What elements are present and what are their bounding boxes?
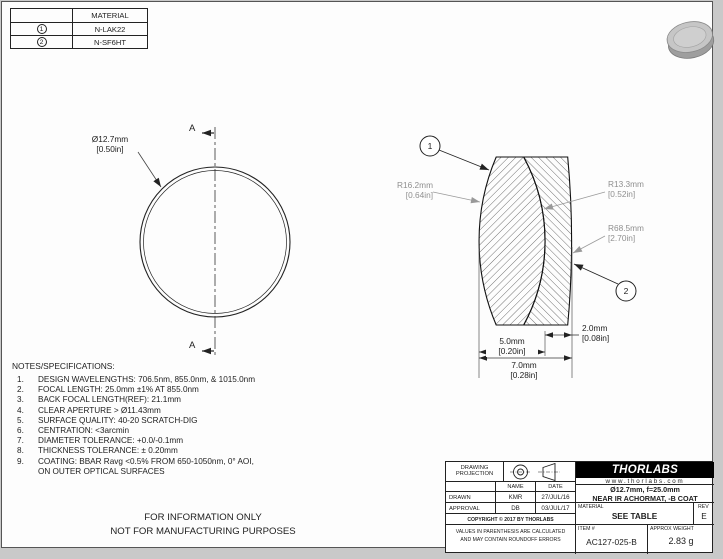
drawn-name-cell: KMR <box>496 492 536 503</box>
material-label: MATERIAL <box>578 504 604 510</box>
approval-label-cell: APPROVAL <box>446 503 496 514</box>
title-block: DRAWING PROJECTION THORLABS www.thorlabs… <box>445 461 714 554</box>
rev-label: REV <box>698 504 709 510</box>
weight-value: 2.83 g <box>668 536 694 546</box>
radius-mid-leader <box>543 191 606 210</box>
lens-element-2 <box>522 156 573 326</box>
note-item: THICKNESS TOLERANCE: ± 0.20mm <box>17 446 178 456</box>
material-table-header-row: MATERIAL <box>11 9 147 22</box>
dim-thickness-total: 7.0mm [0.28in] <box>498 360 550 381</box>
section-label-bottom: A <box>189 340 196 351</box>
projection-symbol-cell <box>504 462 576 482</box>
thorlabs-logo: THORLABS <box>576 462 714 478</box>
material-value: SEE TABLE <box>611 512 658 521</box>
material-1-name: N-LAK22 <box>94 24 126 34</box>
diameter-leader <box>137 151 162 188</box>
thorlabs-website: www.thorlabs.com <box>605 478 685 485</box>
name-header-cell: NAME <box>496 482 536 492</box>
approval-name-cell: DB <box>496 503 536 514</box>
drawing-projection-cell: DRAWING PROJECTION <box>446 462 504 482</box>
section-view <box>419 135 637 378</box>
section-label-top: A <box>189 123 196 134</box>
note-item: BACK FOCAL LENGTH(REF): 21.1mm <box>17 395 182 405</box>
balloon-2-leader <box>573 263 619 285</box>
item-number: AC127-025-B <box>586 537 637 547</box>
information-only-note: FOR INFORMATION ONLY NOT FOR MANUFACTURI… <box>88 511 318 538</box>
dim-thickness-2: 2.0mm [0.08in] <box>581 323 611 344</box>
drawn-label-cell: DRAWN <box>446 492 496 503</box>
diameter-dimension: Ø12.7mm [0.50in] <box>82 134 138 155</box>
balloon-2-ref: 2 <box>36 37 47 47</box>
material-table-header-blank <box>11 9 73 22</box>
rev-value: E <box>701 512 707 521</box>
balloon-2-number: 2 <box>623 286 629 296</box>
radius-right-leader <box>572 235 606 254</box>
balloon-1-leader <box>438 149 490 171</box>
diameter-value-inch: [0.50in] <box>96 143 124 154</box>
material-2-name: N-SF6HT <box>93 37 127 47</box>
drawing-title-cell: Ø12.7mm, f=25.0mm NEAR IR ACHORMAT, -B C… <box>576 485 714 503</box>
notes-specifications: NOTES/SPECIFICATIONS: DESIGN WAVELENGTHS… <box>12 361 266 477</box>
balloon-1-ref: 1 <box>36 24 47 34</box>
notes-list: DESIGN WAVELENGTHS: 706.5nm, 855.0nm, & … <box>12 375 266 477</box>
drawing-title-line2: NEAR IR ACHORMAT, -B COAT <box>592 493 698 503</box>
drawn-date-cell: 27/JUL/16 <box>536 492 576 503</box>
note-item: FOCAL LENGTH: 25.0mm ±1% AT 855.0nm <box>17 385 199 395</box>
info-only-line1: FOR INFORMATION ONLY <box>144 512 262 523</box>
note-item: SURFACE QUALITY: 40-20 SCRATCH-DIG <box>17 415 198 426</box>
note-item: DESIGN WAVELENGTHS: 706.5nm, 855.0nm, & … <box>17 375 256 385</box>
note-item: DIAMETER TOLERANCE: +0.0/-0.1mm <box>17 436 184 446</box>
front-view <box>137 127 291 357</box>
drawing-title-line1: Ø12.7mm, f=25.0mm <box>610 485 680 494</box>
rev-cell: REV E <box>694 503 714 525</box>
dim-thickness-1: 5.0mm [0.20in] <box>486 336 538 357</box>
radius-left-label: R16.2mm [0.64in] <box>397 180 433 200</box>
note-item: COATING: BBAR Ravg <0.5% FROM 650-1050nm… <box>17 456 254 476</box>
approval-date-cell: 03/JUL/17 <box>536 503 576 514</box>
name-date-blank-cell <box>446 482 496 492</box>
third-angle-projection-icon <box>510 462 560 481</box>
notes-title: NOTES/SPECIFICATIONS: <box>12 361 115 371</box>
item-cell: ITEM # AC127-025-B <box>576 525 648 554</box>
material-table-header: MATERIAL <box>91 11 129 20</box>
date-header-cell: DATE <box>536 482 576 492</box>
radius-mid-label: R13.3mm [0.52in] <box>608 179 644 199</box>
copyright-cell: COPYRIGHT © 2017 BY THORLABS <box>446 514 576 525</box>
radius-left-leader <box>432 191 481 204</box>
balloon-1-number: 1 <box>427 141 433 151</box>
radius-right-label: R68.5mm [2.70in] <box>608 223 644 243</box>
lens-3d-icon <box>666 21 715 59</box>
logo-cell: THORLABS www.thorlabs.com <box>576 462 714 485</box>
balloon-1-circle <box>419 135 441 157</box>
balloon-2-circle <box>615 280 637 302</box>
item-label: ITEM # <box>578 526 595 532</box>
material-table: MATERIAL 1 N-LAK22 2 N-SF6HT <box>10 8 148 49</box>
note-item: CENTRATION: <3arcmin <box>17 426 130 436</box>
weight-label: APPROX WEIGHT <box>650 526 694 532</box>
disclaimer-cell: VALUES IN PARENTHESIS ARE CALCULATED AND… <box>446 525 576 554</box>
diameter-value: Ø12.7mm <box>91 134 129 144</box>
material-table-row: 1 N-LAK22 <box>11 22 147 35</box>
weight-cell: APPROX WEIGHT 2.83 g <box>648 525 714 554</box>
note-item: CLEAR APERTURE > Ø11.43mm <box>17 405 161 416</box>
material-table-row: 2 N-SF6HT <box>11 35 147 48</box>
info-only-line2: NOT FOR MANUFACTURING PURPOSES <box>110 525 296 537</box>
material-cell: MATERIAL SEE TABLE <box>576 503 694 525</box>
